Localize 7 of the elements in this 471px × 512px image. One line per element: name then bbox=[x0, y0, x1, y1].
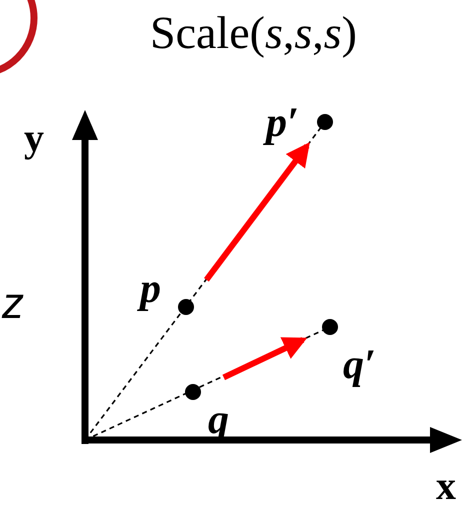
axis-label: z bbox=[2, 282, 24, 326]
axis-label: x bbox=[436, 466, 456, 506]
axis-label: y bbox=[24, 118, 44, 158]
point-label: q′ bbox=[343, 344, 376, 386]
arrow bbox=[222, 337, 308, 380]
title: Scale(s,s,s) bbox=[150, 10, 357, 56]
arrow bbox=[204, 142, 310, 282]
